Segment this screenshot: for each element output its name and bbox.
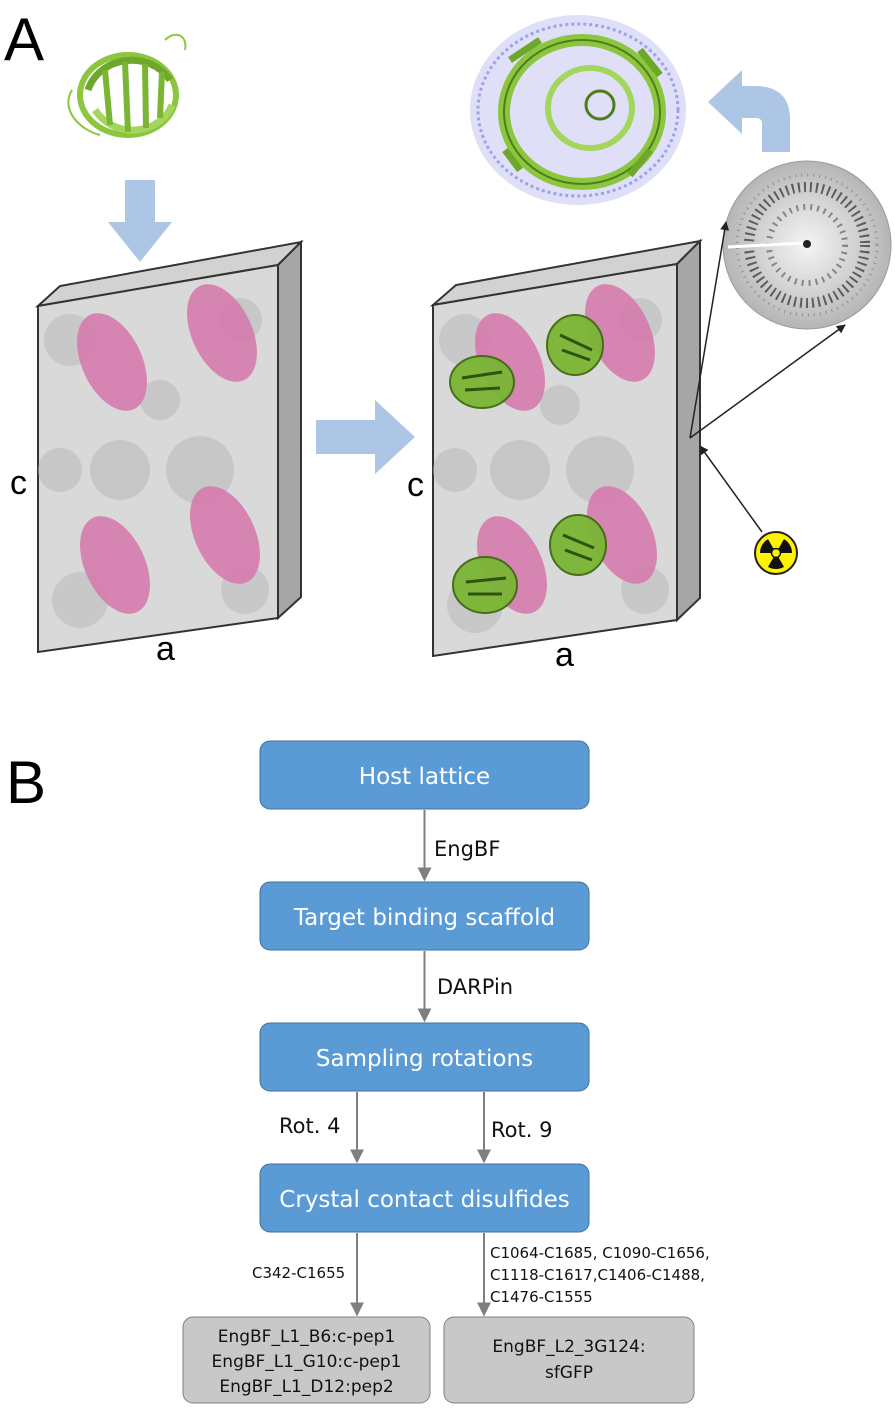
down-arrow-icon [108, 180, 172, 262]
disulfides-box: Crystal contact disulfides [259, 1163, 590, 1233]
edge-label-rot9: Rot. 9 [491, 1118, 552, 1142]
radiation-icon [754, 531, 798, 575]
sampling-rotations-label: Sampling rotations [316, 1046, 533, 1072]
host-lattice-label: Host lattice [359, 764, 490, 790]
flow-connectors [350, 810, 491, 1317]
target-scaffold-label: Target binding scaffold [293, 905, 555, 931]
edge-label-left-contact: C342-C1655 [252, 1264, 345, 1282]
left-axis-a-label: a [156, 630, 175, 668]
left-crystal-block [34, 239, 304, 654]
right-crystal-block [429, 238, 703, 658]
edge-label-right-contact-2: C1118-C1617,C1406-C1488, [490, 1266, 705, 1284]
result-left-line-1: EngBF_L1_B6:c-pep1 [218, 1327, 396, 1347]
result-box-right: EngBF_L2_3G124: sfGFP [443, 1316, 695, 1404]
edge-label-right-contact-1: C1064-C1685, C1090-C1656, [490, 1244, 710, 1262]
result-left-line-2: EngBF_L1_G10:c-pep1 [212, 1352, 402, 1372]
curved-arrow-icon [708, 70, 790, 152]
panel-letter-a: A [4, 6, 44, 73]
right-arrow-icon [316, 400, 415, 474]
right-axis-c-label: c [407, 466, 424, 504]
result-right-line-1: EngBF_L2_3G124: [492, 1337, 645, 1357]
edge-label-engbf: EngBF [434, 837, 500, 861]
result-left-line-3: EngBF_L1_D12:pep2 [219, 1377, 393, 1397]
edge-label-darpin: DARPin [437, 975, 513, 999]
target-scaffold-box: Target binding scaffold [259, 881, 590, 951]
host-lattice-box: Host lattice [259, 740, 590, 810]
electron-density-structure-icon [470, 15, 686, 205]
edge-label-rot4: Rot. 4 [279, 1114, 340, 1138]
gfp-protein-icon [67, 33, 187, 138]
edge-label-right-contact-3: C1476-C1555 [490, 1288, 593, 1306]
left-axis-c-label: c [10, 464, 27, 502]
result-box-left: EngBF_L1_B6:c-pep1 EngBF_L1_G10:c-pep1 E… [182, 1316, 431, 1404]
result-right-line-2: sfGFP [545, 1363, 593, 1383]
diffraction-pattern-icon [722, 160, 892, 330]
xray-beam-lines [689, 221, 846, 533]
disulfides-label: Crystal contact disulfides [279, 1187, 569, 1213]
right-axis-a-label: a [555, 636, 574, 674]
panel-letter-b: B [6, 749, 46, 816]
sampling-rotations-box: Sampling rotations [259, 1022, 590, 1092]
